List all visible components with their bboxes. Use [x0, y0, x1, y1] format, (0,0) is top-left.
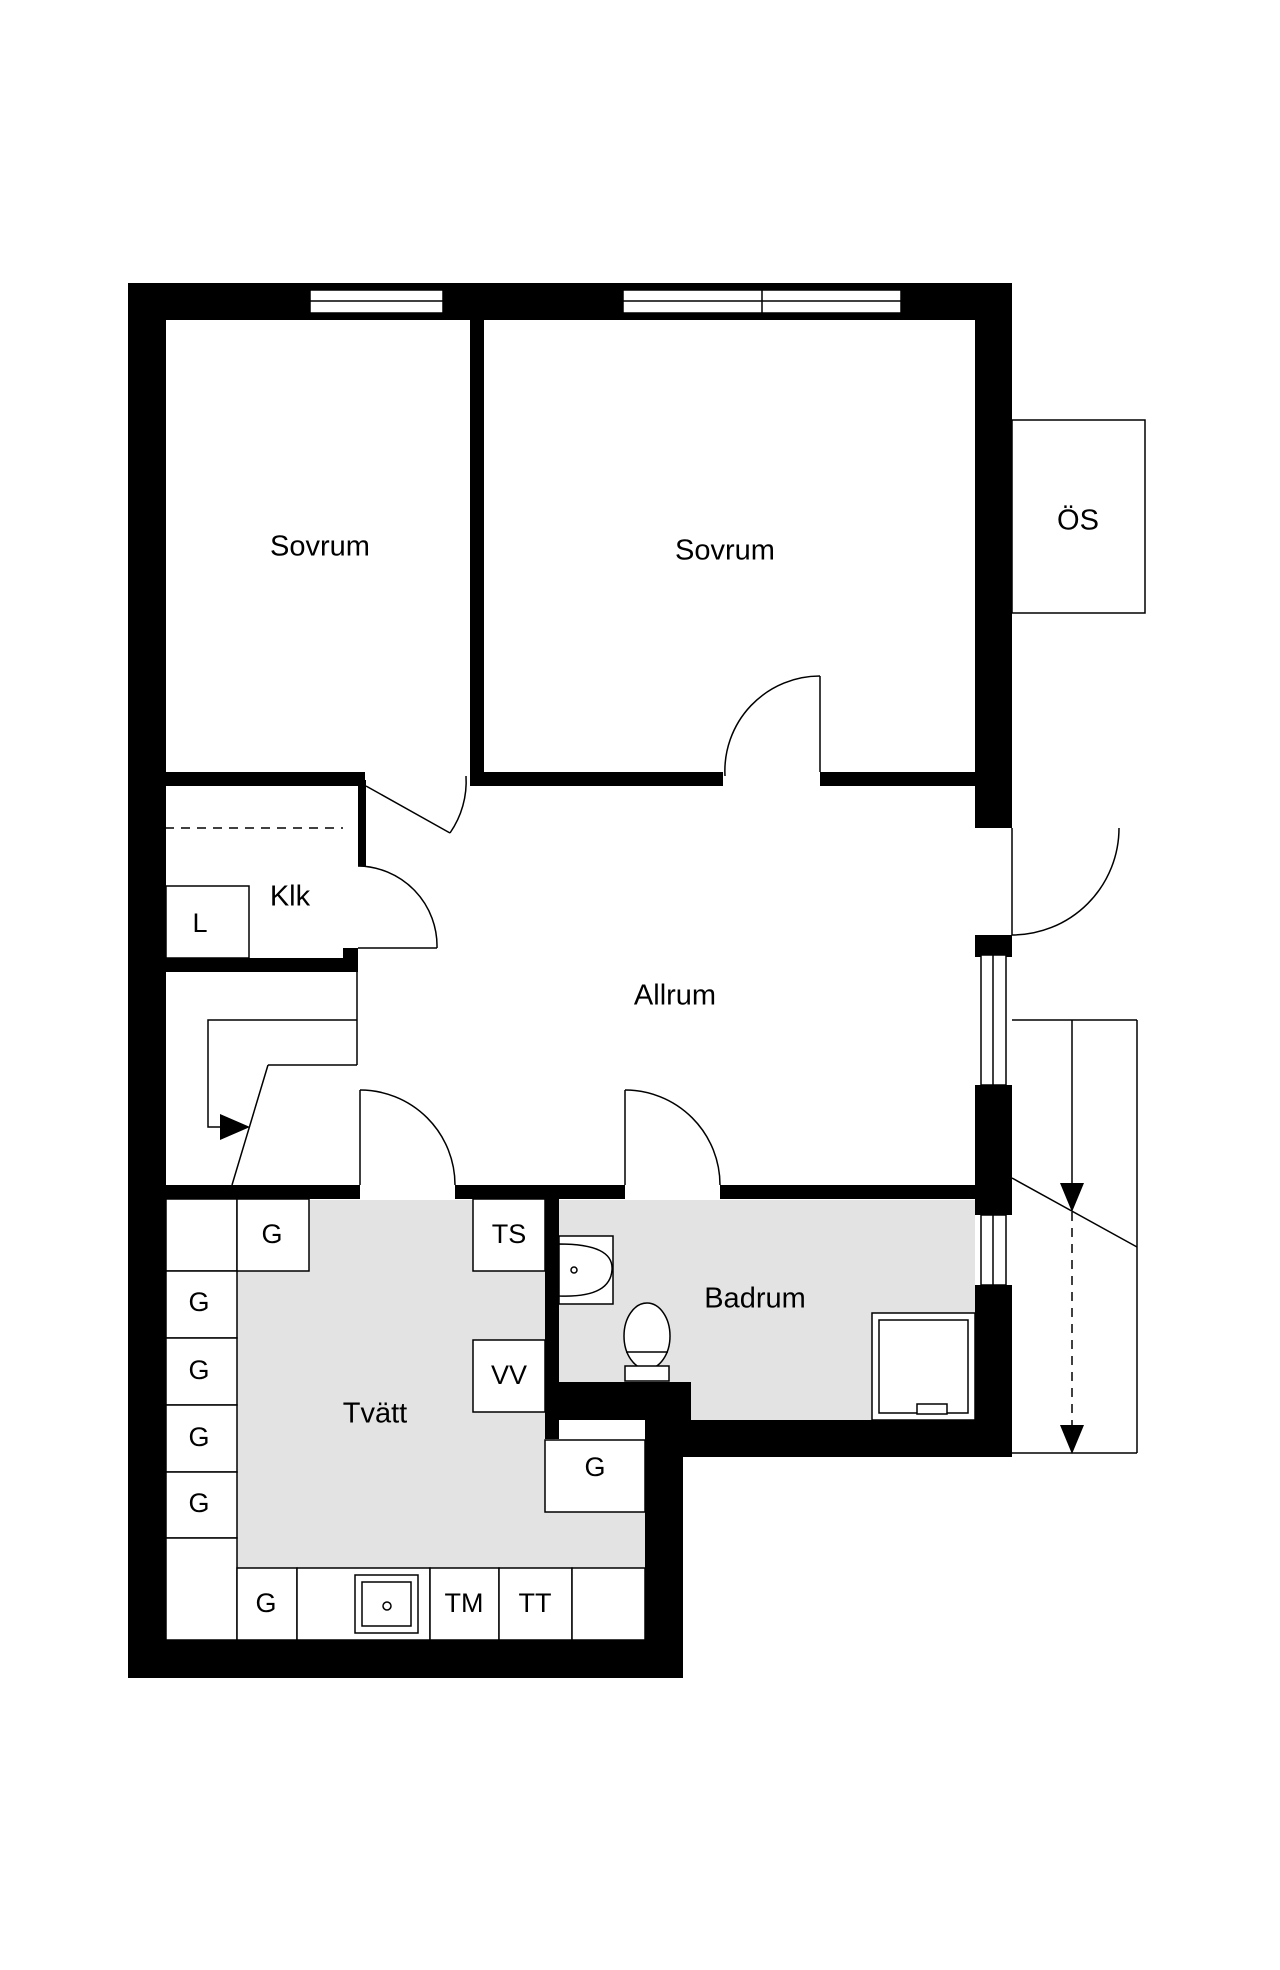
fixture-label-linen: L	[192, 908, 207, 938]
wardrobe-cell	[165, 1270, 238, 1339]
room-label-laundry: Tvätt	[343, 1398, 407, 1430]
wardrobe-cell	[544, 1439, 646, 1513]
fixture-labels: L G G G G G G G TS VV TM TT	[188, 908, 605, 1618]
fixture-label-wardrobe: G	[188, 1488, 209, 1518]
entry-arrow	[207, 968, 358, 1186]
washing-machine-cell	[429, 1567, 500, 1641]
tumble-dryer-cell	[498, 1567, 573, 1641]
fixture-label-wardrobe: G	[261, 1219, 282, 1249]
wardrobe-cell	[165, 1337, 238, 1406]
fixture-label-drying-cabinet: TS	[492, 1219, 527, 1249]
balcony-outline	[1011, 1019, 1138, 1454]
windows	[309, 289, 1007, 1286]
room-label-bathroom: Badrum	[704, 1283, 806, 1315]
fixture-label-washing-machine: TM	[445, 1588, 484, 1618]
toilet	[623, 1302, 671, 1382]
fixture-label-wardrobe: G	[188, 1422, 209, 1452]
balcony-arrow	[1060, 1020, 1084, 1454]
wardrobe-cell	[236, 1567, 298, 1641]
fixture-label-tumble-dryer: TT	[519, 1588, 552, 1618]
fixture-label-wardrobe: G	[255, 1588, 276, 1618]
linen-cupboard	[165, 885, 250, 959]
walls	[128, 283, 1012, 1678]
room-label-closet: Klk	[270, 881, 311, 913]
fixture-label-water-heater: VV	[491, 1360, 527, 1390]
fixture-label-wardrobe: G	[188, 1355, 209, 1385]
fixture-label-wardrobe: G	[188, 1287, 209, 1317]
room-label-bedroom-2: Sovrum	[675, 535, 775, 567]
fixtures	[165, 885, 976, 1641]
storage-os-box	[1011, 419, 1146, 614]
laundry-floor	[165, 1200, 645, 1640]
wardrobe-cell	[165, 1404, 238, 1473]
room-label-living-room: Allrum	[634, 980, 716, 1012]
water-heater-cell	[472, 1339, 546, 1413]
room-label-storage-os: ÖS	[1057, 505, 1099, 537]
door-bedroom-1	[365, 785, 451, 834]
wardrobe-cell	[165, 1471, 238, 1539]
doors	[357, 675, 1120, 1186]
fixture-label-wardrobe: G	[584, 1452, 605, 1482]
room-label-bedroom-1: Sovrum	[270, 531, 370, 563]
shower	[871, 1312, 976, 1421]
room-labels: Sovrum Sovrum ÖS Klk Allrum Badrum Tvätt	[270, 505, 1099, 1430]
bathroom-sink	[558, 1235, 614, 1305]
wardrobe-cell	[236, 1198, 310, 1272]
drying-cabinet-cell	[472, 1198, 546, 1272]
